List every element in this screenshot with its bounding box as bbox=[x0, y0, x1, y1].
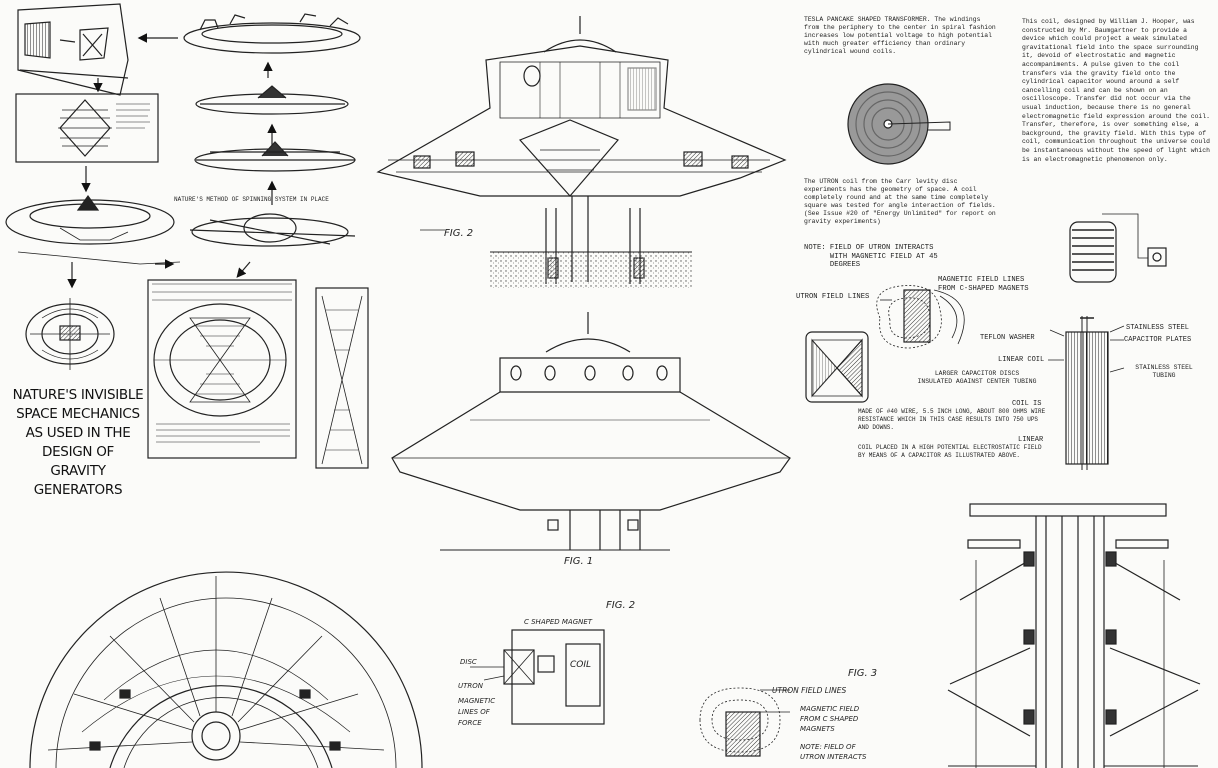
title-line-4: DESIGN OF bbox=[41, 444, 115, 460]
magnetic-field-hand-label: MAGNETIC FIELD FROM C SHAPED MAGNETS bbox=[800, 705, 860, 733]
fig2-saucer-drawing bbox=[376, 16, 787, 288]
coil-description: MADE OF #40 WIRE, 5.5 INCH LONG, ABOUT 8… bbox=[858, 408, 1049, 431]
hooper-coil bbox=[1069, 213, 1167, 283]
flow-disc-4 bbox=[189, 213, 356, 247]
flow-vortex-panel bbox=[147, 279, 297, 459]
note-field-hand-label: NOTE: FIELD OF UTRON INTERACTS bbox=[800, 743, 867, 761]
capacitor-column bbox=[1048, 316, 1125, 470]
coil-is-label: COIL IS bbox=[1012, 400, 1042, 408]
fig2-label: FIG. 2 bbox=[444, 228, 474, 239]
utron-field-lines-diagram bbox=[876, 285, 965, 349]
title-line-1: NATURE'S INVISIBLE bbox=[12, 387, 144, 403]
flow-caption: NATURE'S METHOD OF SPINNING SYSTEM IN PL… bbox=[174, 196, 329, 203]
generator-cross-section bbox=[947, 503, 1201, 768]
flow-vortex-column bbox=[315, 287, 369, 469]
c-shaped-magnet-label: C SHAPED MAGNET bbox=[524, 618, 593, 626]
magnetic-lines-hand-label: MAGNETIC LINES OF FORCE bbox=[458, 697, 496, 727]
teflon-washer-label: TEFLON WASHER bbox=[980, 334, 1035, 342]
coil-hand-label: COIL bbox=[570, 660, 592, 670]
linear-coil-label: LINEAR COIL bbox=[998, 356, 1045, 364]
stainless-steel-label: STAINLESS STEEL bbox=[1126, 324, 1190, 332]
fig1-label: FIG. 1 bbox=[564, 556, 594, 567]
disc-hand-label: DISC bbox=[460, 658, 477, 666]
poster-title: NATURE'S INVISIBLE SPACE MECHANICS AS US… bbox=[6, 386, 150, 500]
title-line-5: GRAVITY GENERATORS bbox=[33, 463, 123, 498]
fig3-field-sketch bbox=[699, 687, 790, 757]
utron-field-hand-label: UTRON FIELD LINES bbox=[772, 686, 847, 695]
magnetic-field-lines-label: MAGNETIC FIELD LINES FROM C-SHAPED MAGNE… bbox=[938, 276, 1029, 293]
flow-disc-main bbox=[5, 194, 181, 265]
coil-placed-text: COIL PLACED IN A HIGH POTENTIAL ELECTROS… bbox=[858, 444, 1046, 459]
stainless-tubing-label: STAINLESS STEEL TUBING bbox=[1135, 364, 1193, 379]
utron-field-lines-label: UTRON FIELD LINES bbox=[796, 293, 870, 301]
flow-chart-box bbox=[15, 93, 159, 163]
flow-ring-1 bbox=[183, 13, 361, 54]
tesla-pancake-coil bbox=[847, 83, 951, 165]
capacitor-plates-label: CAPACITOR PLATES bbox=[1124, 336, 1192, 344]
utron-pyramid bbox=[805, 331, 869, 403]
flow-field-sphere bbox=[25, 298, 115, 370]
linear-label: LINEAR bbox=[1018, 436, 1044, 444]
fig3-small-label: FIG. 3 bbox=[848, 668, 878, 679]
fig2-coil-schematic bbox=[470, 629, 605, 725]
flow-disc-3 bbox=[194, 141, 356, 172]
utron-coil-text: The UTRON coil from the Carr levity disc… bbox=[804, 178, 1000, 225]
title-line-3: AS USED IN THE bbox=[25, 425, 131, 441]
note-utron-text: NOTE: FIELD OF UTRON INTERACTS WITH MAGN… bbox=[804, 244, 938, 270]
tesla-coil-text: TESLA PANCAKE SHAPED TRANSFORMER. The wi… bbox=[804, 16, 1000, 55]
flow-top-machine bbox=[17, 3, 129, 96]
larger-capacitor-label: LARGER CAPACITOR DISCS INSULATED AGAINST… bbox=[917, 370, 1037, 385]
fig2-small-label: FIG. 2 bbox=[606, 600, 636, 611]
flow-disc-2 bbox=[195, 85, 349, 115]
utron-hand-label: UTRON bbox=[458, 682, 484, 690]
bottom-wheel-drawing bbox=[29, 571, 423, 768]
title-line-2: SPACE MECHANICS bbox=[16, 406, 140, 422]
fig1-saucer-drawing bbox=[391, 312, 791, 551]
hooper-coil-text: This coil, designed by William J. Hooper… bbox=[1022, 18, 1214, 163]
